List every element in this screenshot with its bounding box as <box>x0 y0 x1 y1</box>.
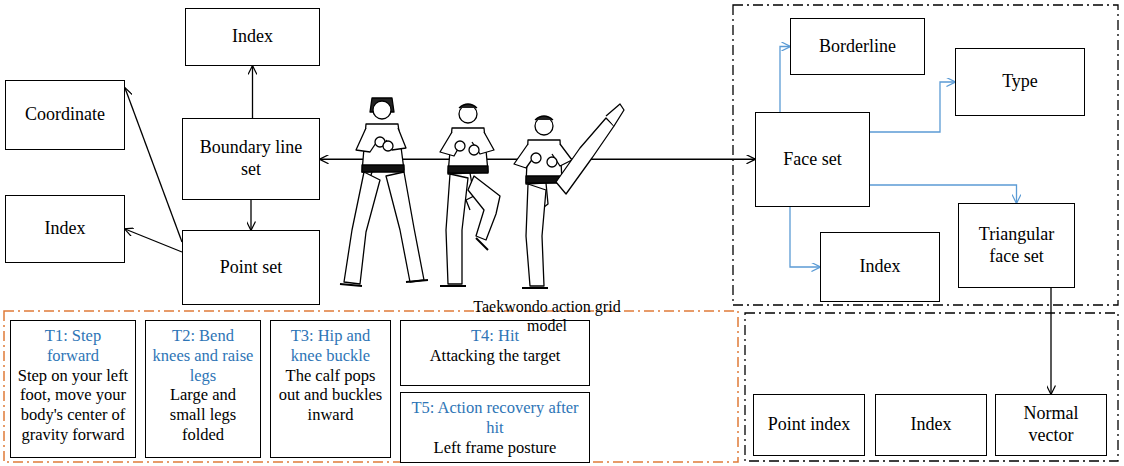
process-box: Boundary line set <box>182 118 320 200</box>
box-label: Borderline <box>819 36 896 58</box>
process-box: Index <box>875 394 987 456</box>
box-label: Triangular face set <box>964 224 1069 267</box>
box-label: Index <box>911 414 952 436</box>
box-label: Index <box>232 26 273 48</box>
process-box: Index <box>185 8 320 66</box>
box-label: Point index <box>768 414 851 436</box>
step-box: T5: Action recovery after hitLeft frame … <box>400 392 590 463</box>
region-frame <box>745 313 1118 461</box>
process-box: Borderline <box>790 18 925 75</box>
process-box: Index <box>820 232 940 302</box>
connector-arrow <box>1050 288 1051 394</box>
box-label: Point set <box>220 257 283 279</box>
region-frame <box>733 5 1118 305</box>
process-box: Face set <box>755 112 870 207</box>
connector-arrow <box>780 47 790 113</box>
step-heading: T3: Hip and knee buckle <box>277 326 384 366</box>
box-label: Attacking the target <box>430 346 561 366</box>
box-label: Face set <box>783 149 841 171</box>
step-box: T2: Bend knees and raise legsLarge and s… <box>145 320 261 458</box>
process-box: Point index <box>753 394 865 456</box>
connector-arrow <box>125 229 182 252</box>
box-label: Step on your left foot, move your body's… <box>17 366 129 445</box>
step-heading: T2: Bend knees and raise legs <box>152 326 254 385</box>
figure-caption: Taekwondo action grid model <box>462 297 632 335</box>
region-frame <box>4 311 738 462</box>
step-heading: T1: Step forward <box>17 326 129 366</box>
process-box: Normal vector <box>995 394 1107 456</box>
box-label: Type <box>1002 71 1038 93</box>
process-box: Point set <box>182 230 320 305</box>
taekwondo-figures <box>340 98 624 288</box>
box-label: Coordinate <box>25 104 105 126</box>
connector-arrow <box>870 185 1017 203</box>
process-box: Triangular face set <box>958 203 1075 288</box>
box-label: Index <box>860 256 901 278</box>
box-label: Index <box>45 218 86 240</box>
connector-arrow <box>870 82 955 132</box>
connector-arrow <box>252 66 253 118</box>
connector-arrow <box>790 207 820 267</box>
box-label: Large and small legs folded <box>152 385 254 444</box>
process-box: Index <box>5 195 125 263</box>
step-box: T3: Hip and knee buckleThe calf pops out… <box>270 320 391 458</box>
process-box: Type <box>955 48 1085 116</box>
step-box: T1: Step forwardStep on your left foot, … <box>10 320 136 458</box>
connector-arrow <box>125 88 182 242</box>
process-box: Coordinate <box>5 80 125 150</box>
box-label: The calf pops out and buckles inward <box>277 366 384 425</box>
box-label: Boundary line set <box>188 137 314 180</box>
step-heading: T4: Hit <box>471 326 519 346</box>
step-heading: T5: Action recovery after hit <box>407 398 583 438</box>
box-label: Left frame posture <box>434 438 557 458</box>
connector-arrow <box>250 200 251 230</box>
box-label: Normal vector <box>1001 403 1101 446</box>
